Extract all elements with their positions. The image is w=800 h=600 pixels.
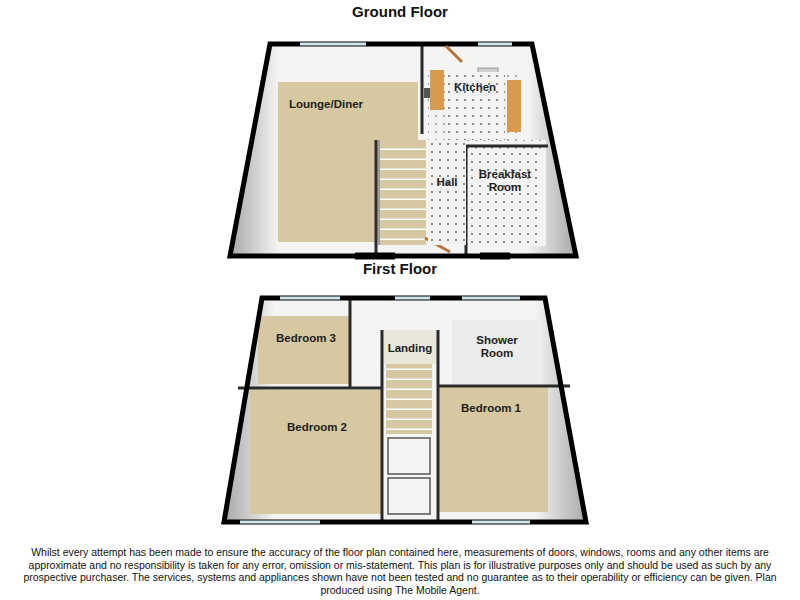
first-floor-drawing xyxy=(224,298,586,522)
room-label: Bedroom 3 xyxy=(268,332,344,345)
room-floor: Hall xyxy=(428,140,466,245)
room-label: Bedroom 2 xyxy=(257,421,377,434)
floor-heading: Ground Floor xyxy=(300,4,500,21)
room-label: Breakfast Room xyxy=(471,168,539,194)
room-floor: Bedroom 2 xyxy=(254,393,380,511)
room-floor: Kitchen xyxy=(445,72,505,140)
room-floor: Shower Room xyxy=(458,326,536,381)
room-floor: Bedroom 3 xyxy=(265,318,347,380)
room-label: Hall xyxy=(431,176,463,189)
ground-floor-drawing xyxy=(230,44,576,256)
room-label: Landing xyxy=(387,342,433,355)
room-label: Shower Room xyxy=(461,334,533,360)
floor-plan: Ground FloorLounge/DinerKitchenHallBreak… xyxy=(230,44,576,256)
room-label: Kitchen xyxy=(448,81,502,94)
floor-plan: First FloorBedroom 3LandingShower RoomBe… xyxy=(224,298,586,522)
floor-heading: First Floor xyxy=(300,261,500,278)
room-label: Bedroom 1 xyxy=(443,402,539,415)
room-label: Lounge/Diner xyxy=(281,98,371,111)
room-floor: Lounge/Diner xyxy=(278,82,374,242)
room-floor: Landing xyxy=(384,336,436,362)
room-floor: Bedroom 1 xyxy=(440,388,542,510)
room-floor: Breakfast Room xyxy=(468,150,542,245)
disclaimer-caption: Whilst every attempt has been made to en… xyxy=(4,546,796,596)
